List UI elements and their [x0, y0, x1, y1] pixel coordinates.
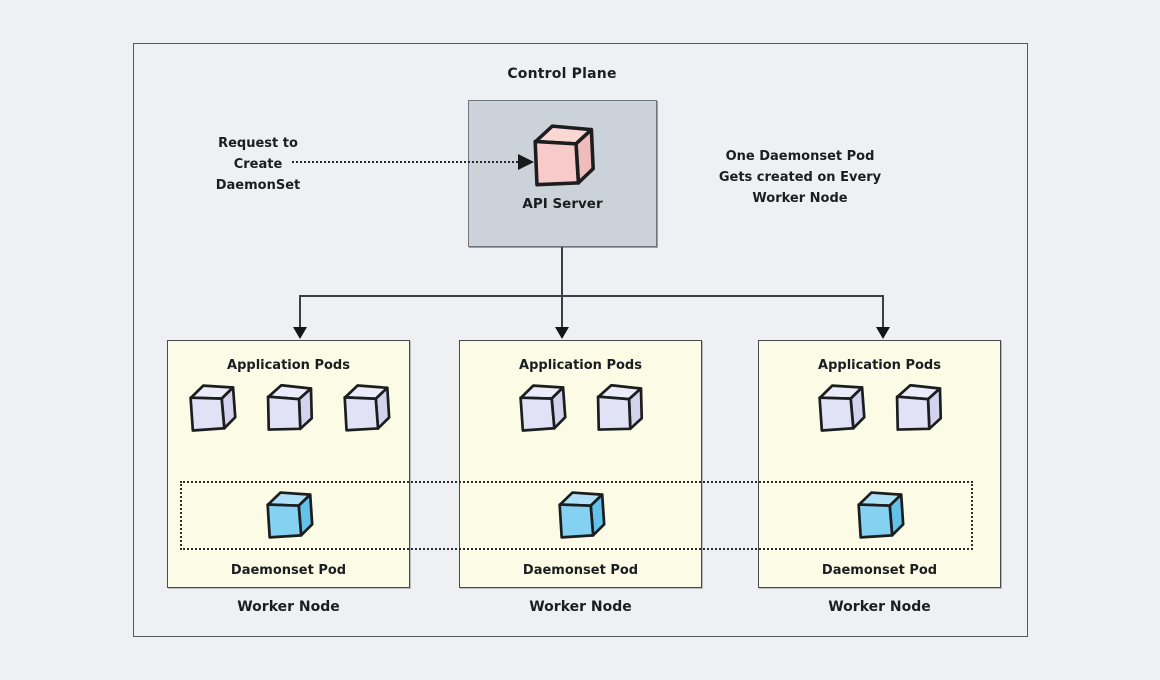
request-arrow-line [292, 161, 518, 163]
arrowhead-down-icon [555, 327, 569, 339]
daemonset-pod-label: Daemonset Pod [522, 563, 639, 578]
daemonset-pod-slot [168, 487, 409, 541]
daemonset-pod-slot [759, 487, 1000, 541]
connector-hbar [299, 295, 884, 297]
daemonset-pod-label: Daemonset Pod [230, 563, 347, 578]
worker-node-box: Application Pods Daemonset Pod [758, 340, 1001, 588]
request-note-line: Create [233, 157, 283, 172]
worker-node-label: Worker Node [828, 599, 931, 615]
app-pod-cubes [168, 380, 409, 434]
worker-node-label: Worker Node [529, 599, 632, 615]
request-note-line: DaemonSet [215, 178, 301, 193]
pod-cube-icon [895, 383, 943, 431]
connector-drop [299, 296, 301, 327]
pod-cube-icon [265, 491, 314, 539]
worker-node-label: Worker Node [237, 599, 340, 615]
arrowhead-right-icon [518, 154, 534, 170]
cluster-frame [133, 43, 1028, 637]
pod-cube-icon [532, 124, 595, 187]
api-server-label: API Server [522, 196, 603, 212]
app-pod-cubes [460, 380, 701, 434]
pod-cube-icon [818, 384, 866, 432]
worker-node: Application Pods Daemonset Pod Worker No… [459, 340, 702, 615]
pod-cube-icon [557, 491, 606, 539]
daemonset-pod-label: Daemonset Pod [821, 563, 938, 578]
worker-node: Application Pods Daemonset Pod Worker No… [758, 340, 1001, 615]
worker-node: Application Pods Daemonset Pod Worker No… [167, 340, 410, 615]
worker-node-box: Application Pods Daemonset Pod [167, 340, 410, 588]
pod-cube-icon [342, 384, 390, 432]
application-pods-label: Application Pods [519, 358, 642, 373]
arrowhead-down-icon [293, 327, 307, 339]
pod-cube-icon [856, 491, 905, 539]
pod-cube-icon [519, 384, 567, 432]
request-note: Request to Create DaemonSet [178, 133, 338, 196]
pod-cube-icon [596, 383, 644, 431]
info-note-line: Gets created on Every [718, 170, 882, 185]
connector-drop [561, 296, 563, 327]
info-note-line: Worker Node [752, 191, 848, 206]
connector-stem [561, 247, 563, 296]
request-note-line: Request to [218, 136, 298, 151]
info-note-line: One Daemonset Pod [725, 149, 875, 164]
worker-node-box: Application Pods Daemonset Pod [459, 340, 702, 588]
control-plane-title: Control Plane [507, 66, 617, 82]
api-server-box: API Server [468, 100, 657, 247]
connector-drop [882, 296, 884, 327]
application-pods-label: Application Pods [818, 358, 941, 373]
arrowhead-down-icon [876, 327, 890, 339]
pod-cube-icon [188, 384, 237, 432]
daemonset-info-note: One Daemonset Pod Gets created on Every … [700, 146, 900, 209]
app-pod-cubes [759, 380, 1000, 434]
daemonset-pod-slot [460, 487, 701, 541]
pod-cube-icon [266, 383, 313, 431]
api-server-cube-icon [525, 119, 601, 190]
application-pods-label: Application Pods [227, 358, 350, 373]
